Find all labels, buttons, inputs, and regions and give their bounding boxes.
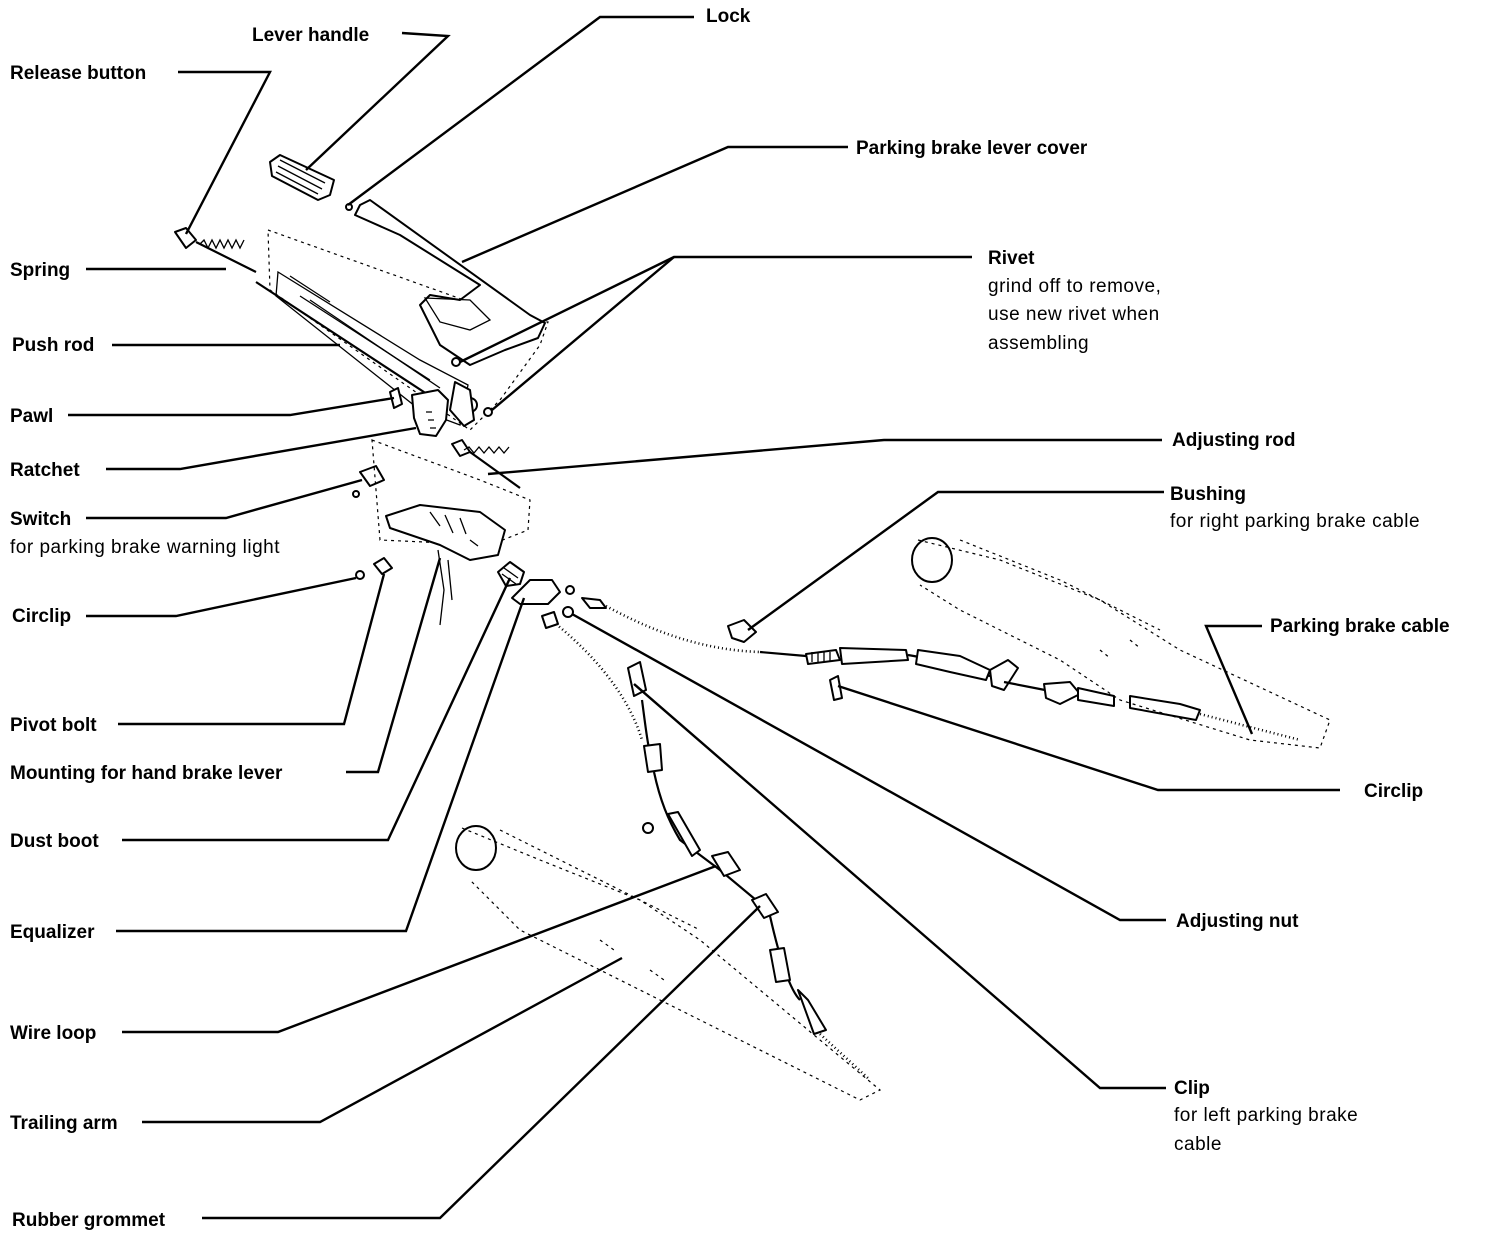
leader-adjusting-nut bbox=[571, 612, 1166, 922]
dust-boot-part bbox=[497, 561, 525, 587]
leader-rivet-lower bbox=[491, 256, 675, 411]
label-adjusting-rod: Adjusting rod bbox=[1172, 430, 1295, 451]
leader-pivot-bolt bbox=[118, 573, 386, 726]
leader-dust-boot bbox=[122, 577, 512, 842]
label-bushing-note: for right parking brake cable bbox=[1170, 511, 1420, 532]
label-lock: Lock bbox=[706, 6, 751, 27]
pawl-part bbox=[389, 387, 403, 409]
adjusting-rod-part bbox=[451, 439, 521, 489]
label-parking-brake-lever-cover: Parking brake lever cover bbox=[856, 138, 1088, 159]
label-rivet: Rivet bbox=[988, 248, 1035, 269]
label-ratchet: Ratchet bbox=[10, 460, 80, 481]
leader-adjusting-rod bbox=[487, 438, 1162, 476]
rivet-lower-part bbox=[483, 407, 493, 417]
leader-ratchet bbox=[106, 426, 417, 471]
leader-circlip-left bbox=[86, 576, 357, 618]
leader-rivet-upper bbox=[459, 255, 972, 364]
label-pivot-bolt: Pivot bolt bbox=[10, 715, 97, 736]
label-wire-loop: Wire loop bbox=[10, 1023, 96, 1044]
left-parking-brake-cable-part bbox=[541, 611, 871, 1081]
label-spring: Spring bbox=[10, 260, 70, 281]
label-rivet-note-3: assembling bbox=[988, 333, 1089, 354]
mounting-bracket-part bbox=[371, 439, 531, 626]
label-rivet-note-1: grind off to remove, bbox=[988, 276, 1161, 297]
label-adjusting-nut: Adjusting nut bbox=[1176, 911, 1299, 932]
label-mounting-hand-brake-lever: Mounting for hand brake lever bbox=[10, 763, 283, 784]
leader-equalizer bbox=[116, 597, 526, 933]
label-clip-note-2: cable bbox=[1174, 1134, 1222, 1155]
leader-trailing-arm bbox=[142, 956, 623, 1124]
leader-lock bbox=[347, 15, 694, 206]
switch-part bbox=[352, 465, 385, 498]
leader-bushing bbox=[747, 490, 1164, 631]
release-button-part bbox=[174, 227, 257, 273]
leader-switch bbox=[86, 478, 363, 520]
label-circlip-left: Circlip bbox=[12, 606, 71, 627]
circlip-right-part bbox=[829, 675, 843, 701]
label-switch: Switch bbox=[10, 509, 71, 530]
label-switch-note: for parking brake warning light bbox=[10, 537, 280, 558]
adjusting-nut-part bbox=[562, 606, 574, 618]
left-trailing-arm-part bbox=[455, 825, 882, 1101]
leader-circlip-right bbox=[837, 684, 1340, 792]
label-bushing: Bushing bbox=[1170, 484, 1246, 505]
label-rivet-note-2: use new rivet when bbox=[988, 304, 1160, 325]
label-rubber-grommet: Rubber grommet bbox=[12, 1210, 166, 1231]
label-trailing-arm: Trailing arm bbox=[10, 1113, 118, 1134]
leader-lever-handle bbox=[305, 31, 451, 171]
label-clip-note-1: for left parking brake bbox=[1174, 1105, 1358, 1126]
leader-clip bbox=[633, 683, 1166, 1090]
label-lever-handle: Lever handle bbox=[252, 25, 369, 46]
label-equalizer: Equalizer bbox=[10, 922, 95, 943]
label-parking-brake-cable: Parking brake cable bbox=[1270, 616, 1450, 637]
label-release-button: Release button bbox=[10, 63, 146, 84]
label-push-rod: Push rod bbox=[12, 335, 94, 356]
lever-body-part bbox=[267, 229, 549, 431]
leader-lines bbox=[68, 15, 1340, 1220]
label-pawl: Pawl bbox=[10, 406, 53, 427]
label-clip: Clip bbox=[1174, 1078, 1210, 1099]
leader-rubber-grommet bbox=[202, 905, 761, 1220]
leader-release-button bbox=[178, 70, 272, 235]
circlip-left-part bbox=[355, 570, 365, 580]
right-trailing-arm-part bbox=[911, 537, 1331, 749]
label-dust-boot: Dust boot bbox=[10, 831, 99, 852]
parts-drawing bbox=[174, 154, 1331, 1101]
leader-parking-brake-cable bbox=[1204, 624, 1262, 735]
ratchet-part bbox=[411, 389, 449, 437]
leader-lever-cover bbox=[461, 145, 848, 264]
rivet-upper-part bbox=[451, 357, 461, 367]
leader-pawl bbox=[68, 396, 395, 417]
leader-mounting bbox=[346, 557, 442, 774]
part-labels: Lever handle Lock Release button Parking… bbox=[10, 6, 1450, 1231]
label-circlip-right: Circlip bbox=[1364, 781, 1423, 802]
right-parking-brake-cable-part bbox=[581, 597, 1301, 742]
lever-handle-part bbox=[269, 154, 335, 201]
pivot-bolt-part bbox=[373, 557, 393, 575]
push-rod-part bbox=[255, 281, 431, 397]
leader-wire-loop bbox=[122, 864, 717, 1034]
lever-cover-part bbox=[354, 199, 546, 366]
